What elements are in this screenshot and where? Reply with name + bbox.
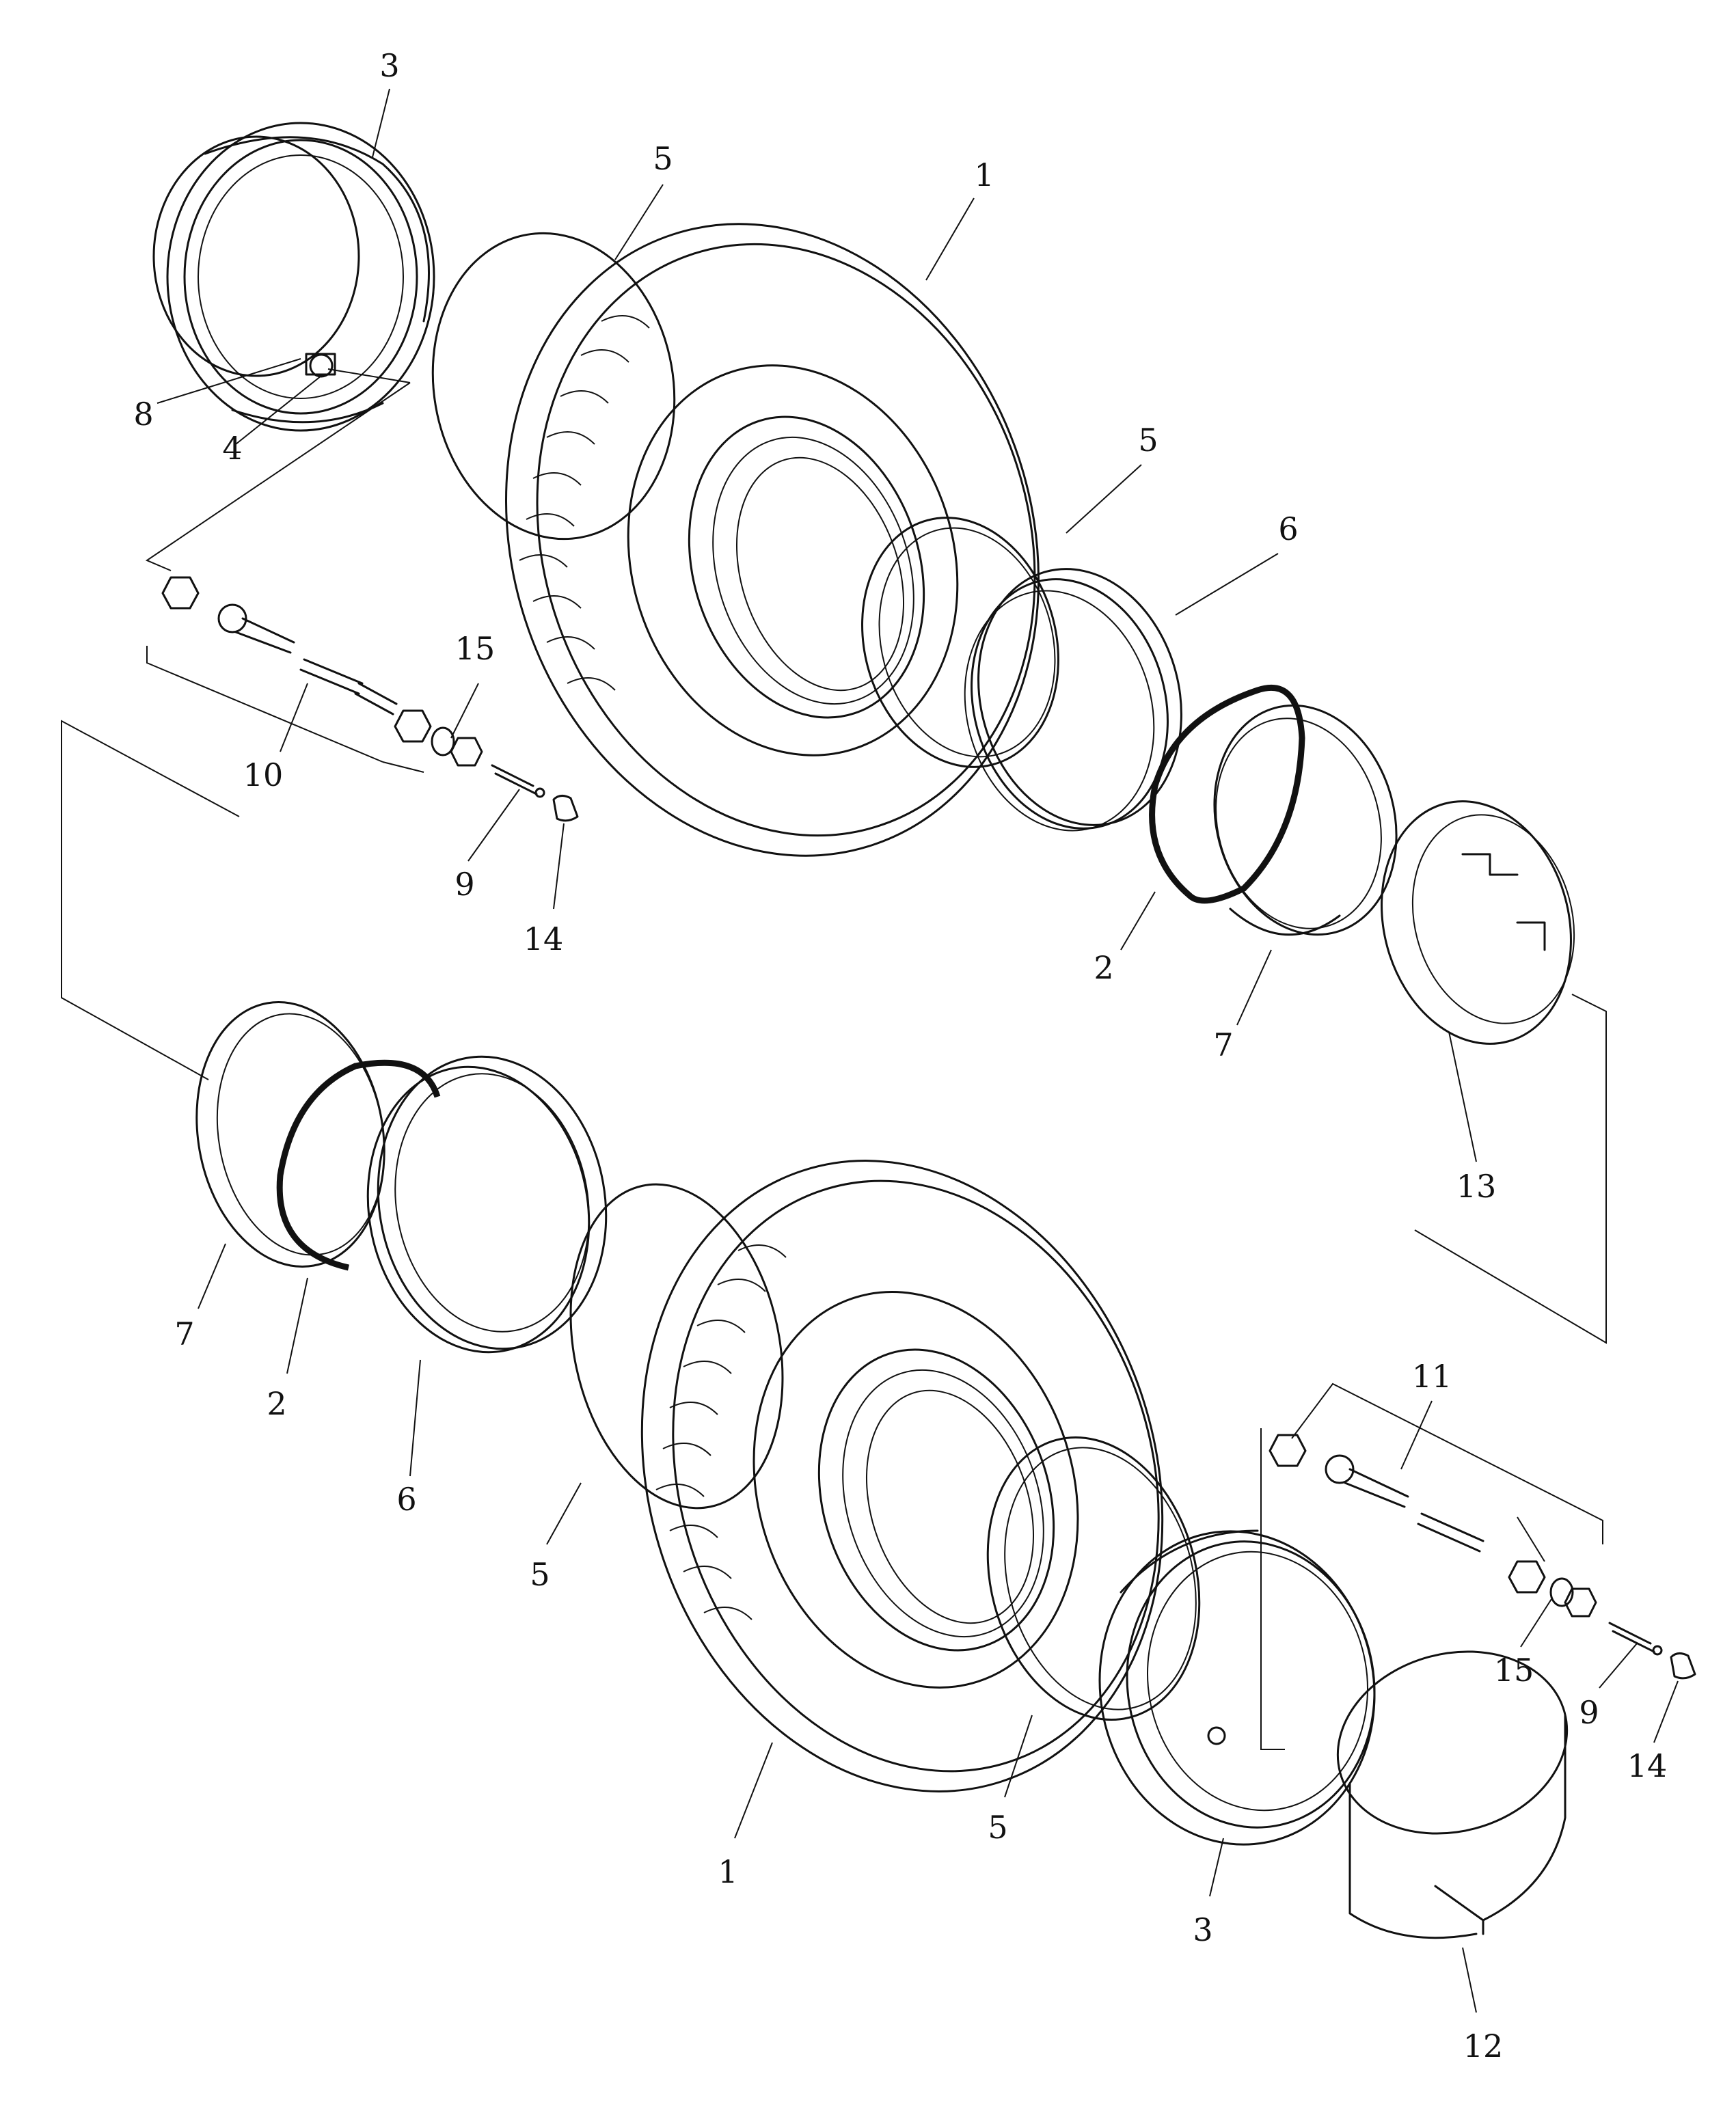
- valve-cap-part-14-bottom: [1670, 1652, 1696, 1680]
- protector-part-12: [1336, 1650, 1569, 1939]
- callout-8: 8: [133, 396, 153, 433]
- callout-6-top: 6: [1278, 510, 1298, 547]
- protector-part-13: [1381, 800, 1575, 1045]
- callout-2-bottom: 2: [267, 1385, 286, 1422]
- callout-15-bottom: 15: [1494, 1652, 1534, 1689]
- callout-5-d: 5: [988, 1809, 1007, 1846]
- callout-9-top: 9: [455, 866, 474, 903]
- callout-7-top: 7: [1213, 1026, 1233, 1063]
- callout-9-bottom: 9: [1579, 1694, 1599, 1731]
- callout-7-bottom: 7: [174, 1315, 194, 1352]
- valve-core-part-9-bottom: [1608, 1622, 1663, 1656]
- tire-part-1-top: [505, 223, 1040, 857]
- callout-4: 4: [222, 430, 242, 467]
- tire-part-1-bottom: [640, 1160, 1164, 1792]
- lock-ring-part-2-bottom: [276, 1059, 441, 1271]
- callout-14-top: 14: [524, 920, 564, 957]
- bead-band-part-7-bottom: [195, 1001, 385, 1268]
- callout-14-bottom: 14: [1627, 1747, 1668, 1784]
- callout-15-top: 15: [455, 630, 496, 667]
- callout-13: 13: [1456, 1168, 1497, 1205]
- seal-part-5-bottom-right: [986, 1436, 1201, 1721]
- callout-2-top: 2: [1094, 949, 1113, 986]
- callout-11: 11: [1412, 1358, 1452, 1395]
- bolt-set-part-11: [1269, 1434, 1597, 1618]
- valve-cap-part-14-top: [552, 795, 579, 822]
- callout-10: 10: [243, 756, 284, 793]
- lock-ring-part-2-top: [1149, 684, 1305, 904]
- callout-5-c: 5: [530, 1556, 550, 1593]
- rim-part-3-top: [152, 122, 435, 432]
- flange-part-6-bottom: [366, 1055, 608, 1354]
- seal-part-5-top-left: [431, 232, 676, 541]
- valve-core-part-9-top: [491, 764, 545, 798]
- flange-part-6-top: [964, 568, 1182, 832]
- seal-part-5-top-right: [861, 517, 1059, 768]
- callout-6-bottom: 6: [396, 1481, 416, 1518]
- callout-12: 12: [1463, 2028, 1504, 2064]
- callout-5-b: 5: [1138, 422, 1158, 459]
- bead-band-part-7-top: [1213, 704, 1398, 936]
- rim-part-3-bottom: [1098, 1529, 1376, 1846]
- callout-5-a: 5: [653, 140, 673, 177]
- callout-1-bottom: 1: [718, 1853, 737, 1890]
- callout-3-top: 3: [379, 47, 399, 84]
- callout-3-bottom: 3: [1193, 1911, 1212, 1948]
- seal-part-5-bottom-left: [569, 1183, 784, 1510]
- callout-1-top: 1: [974, 156, 994, 193]
- bolt-set-part-10: [161, 576, 483, 767]
